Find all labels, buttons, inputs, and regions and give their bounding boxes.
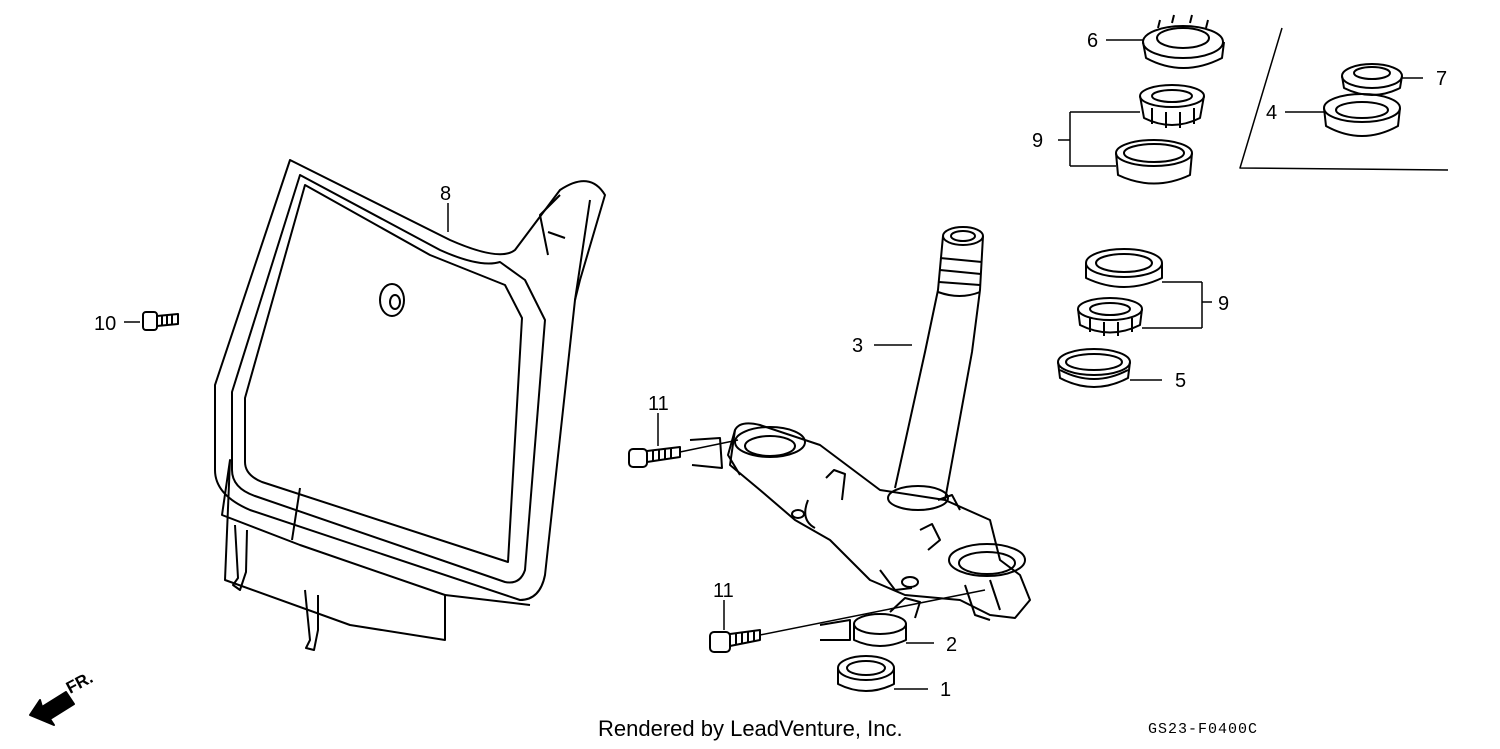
lock-nut-6[interactable] [1142,14,1225,69]
dust-seal-2[interactable] [853,597,921,647]
callout-1: 1 [940,679,951,701]
bolt-11-upper[interactable] [628,437,739,469]
callout-6: 6 [1087,30,1098,52]
callout-5: 5 [1175,370,1186,392]
callout-4: 4 [1266,102,1277,124]
callout-9-lower: 9 [1218,293,1229,315]
callout-7: 7 [1436,68,1447,90]
bolt-10[interactable] [142,311,179,331]
diagram-code: GS23-F0400C [1148,721,1259,738]
callout-10: 10 [94,313,116,335]
callout-8: 8 [440,183,451,205]
bearing-9-lower[interactable] [1077,248,1163,336]
callout-2: 2 [946,634,957,656]
callout-11-lower: 11 [713,580,734,602]
leader-lines [124,39,1423,690]
steering-stem[interactable] [727,226,1031,621]
number-plate[interactable] [214,159,606,651]
adjusting-nut-4[interactable] [1323,93,1401,137]
seal-1[interactable] [837,655,895,692]
lock-nut-7[interactable] [1341,63,1403,96]
front-direction-arrow-icon [29,691,75,726]
credit-text: Rendered by LeadVenture, Inc. [598,716,903,741]
callouts: 1 2 3 4 5 6 7 8 9 9 10 11 11 FR. [63,30,1447,701]
bearing-9-upper[interactable] [1115,84,1205,185]
bolt-11-lower[interactable] [709,589,986,653]
callout-11-upper: 11 [648,393,669,415]
callout-3: 3 [852,335,863,357]
callout-9-upper: 9 [1032,130,1043,152]
dust-seal-5[interactable] [1057,348,1131,388]
